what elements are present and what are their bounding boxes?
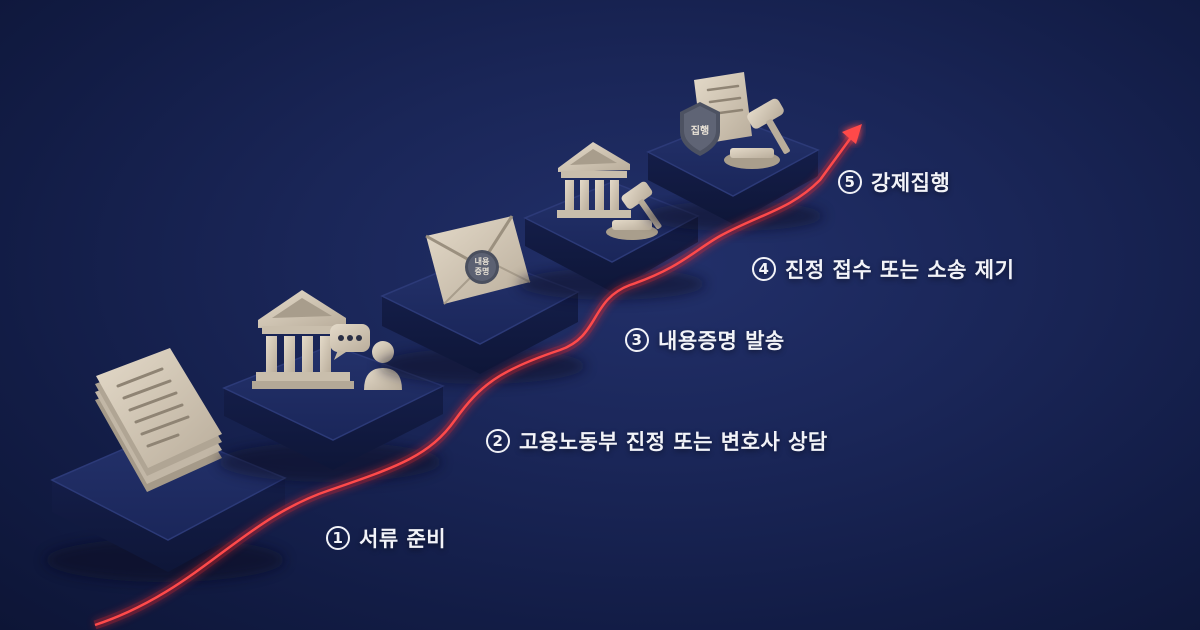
step-title: 진정 접수 또는 소송 제기 — [785, 258, 1015, 282]
document-shield-icon: 집행 — [680, 72, 752, 156]
gavel-icon — [724, 98, 790, 169]
step-label-3: 3 내용증명 발송 — [625, 325, 785, 355]
envelope-icon: 내용 증명 — [425, 215, 531, 305]
step-title: 서류 준비 — [359, 527, 447, 551]
speech-bubble-icon — [330, 324, 370, 360]
step-number-badge: 5 — [838, 170, 862, 194]
seal-text: 내용 — [475, 256, 490, 266]
arrow-head-icon — [842, 124, 862, 144]
step-number-badge: 3 — [625, 328, 649, 352]
government-building-icon — [252, 290, 354, 389]
step-label-5: 5 강제집행 — [838, 167, 950, 197]
court-building-icon — [557, 142, 631, 218]
document-stack-icon — [95, 348, 222, 492]
step-number-badge: 1 — [326, 526, 350, 550]
progress-arrow — [93, 124, 862, 630]
step-title: 고용노동부 진정 또는 변호사 상담 — [519, 430, 828, 454]
step-title: 내용증명 발송 — [658, 329, 785, 353]
shield-text: 집행 — [691, 124, 709, 137]
step-number-badge: 2 — [486, 429, 510, 453]
step-label-4: 4 진정 접수 또는 소송 제기 — [752, 254, 1014, 284]
step-title: 강제집행 — [871, 171, 951, 195]
svg-text:증명: 증명 — [475, 266, 490, 276]
step-number-badge: 4 — [752, 257, 776, 281]
step-label-2: 2 고용노동부 진정 또는 변호사 상담 — [486, 426, 828, 456]
step-label-1: 1 서류 준비 — [326, 523, 446, 553]
